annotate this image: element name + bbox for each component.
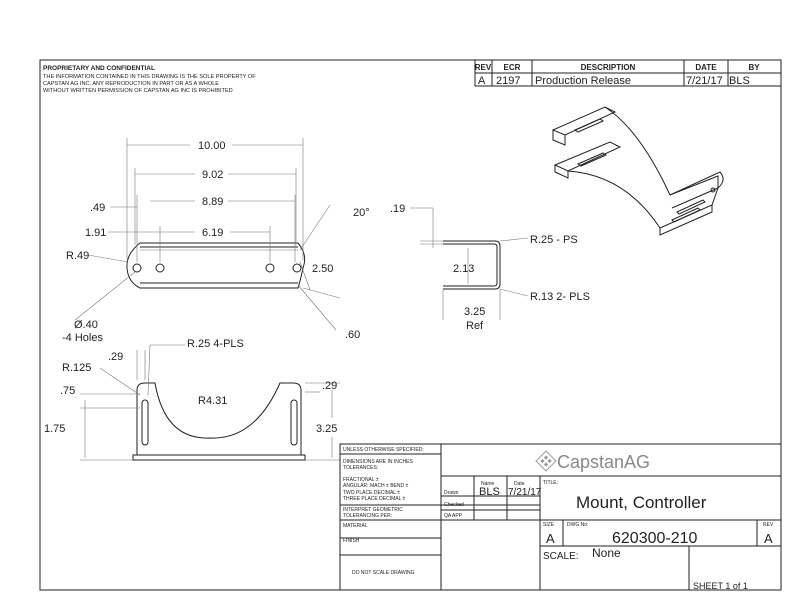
- capstan-logo-icon: [535, 450, 557, 472]
- dimension-label: 10.00: [198, 140, 226, 152]
- rev-header: REV: [475, 63, 492, 72]
- dimension-label: R.125: [62, 362, 91, 374]
- tolerance-note: UNLESS OTHERWISE SPECIFIED:: [343, 447, 424, 453]
- date-header: DATE: [695, 63, 717, 72]
- dimension-label: R.25 4-PLS: [187, 338, 244, 350]
- hole: [132, 263, 302, 273]
- dimension-label: Ø.40: [74, 319, 98, 331]
- dimension-label: 3.25: [464, 306, 485, 318]
- dimension-label: 1.91: [85, 227, 106, 239]
- dimension-label: 2.50: [312, 263, 333, 275]
- tolerance-note: TOLERANCES:: [343, 465, 378, 471]
- material-label: MATERIAL: [343, 523, 368, 529]
- dimension-label: R.49: [66, 250, 89, 262]
- size-label: SIZE: [543, 522, 555, 528]
- dimension-label: .19: [390, 203, 405, 215]
- title-block: UNLESS OTHERWISE SPECIFIED: DIMENSIONS A…: [339, 443, 782, 591]
- notice-line: THE INFORMATION CONTAINED IN THIS DRAWIN…: [43, 74, 256, 80]
- description-header: DESCRIPTION: [581, 63, 636, 72]
- sheet-number: SHEET 1 of 1: [693, 581, 748, 591]
- dimension-label: -4 Holes: [62, 332, 103, 344]
- dimension-label: 9.02: [202, 169, 223, 181]
- dwg-label: DWG No:: [567, 522, 588, 528]
- name-header: Name: [481, 481, 495, 487]
- scale-value: None: [592, 546, 621, 560]
- dimension-label: .29: [322, 380, 337, 392]
- isometric-view: [551, 106, 724, 236]
- dimension-label: 20°: [353, 207, 370, 219]
- dimension-label: Ref: [466, 320, 484, 332]
- dwg-number: 620300-210: [612, 530, 698, 547]
- description-cell: Production Release: [535, 75, 631, 87]
- by-cell: BLS: [729, 75, 750, 87]
- drawing-title: Mount, Controller: [576, 493, 707, 512]
- title-label: TITLE:: [543, 480, 558, 486]
- checked-label: Checked: [444, 502, 464, 508]
- top-view: 10.00 9.02 8.89 .49 1.91 6.19 20° R.49 2…: [62, 138, 370, 344]
- tolerance-note: THREE PLACE DECIMAL ±: [343, 496, 406, 502]
- company-name: CapstanAG: [557, 452, 650, 472]
- dimension-label: 8.89: [202, 196, 223, 208]
- tolerance-note: DIMENSIONS ARE IN INCHES: [343, 459, 413, 465]
- notice-title: PROPRIETARY AND CONFIDENTIAL: [43, 65, 155, 72]
- revision-table: REV ECR DESCRIPTION DATE BY A 2197 Produ…: [474, 59, 782, 87]
- side-view: .19 R.25 - PS 2.13 R.13 2- PLS 3.25 Ref: [390, 203, 590, 332]
- dimension-label: .49: [90, 202, 105, 214]
- date-header: Date: [514, 481, 525, 487]
- qa-label: QA APP: [444, 513, 463, 519]
- tolerance-note: INTERPRET GEOMETRIC: [343, 507, 403, 513]
- dimension-label: R.25 - PS: [530, 234, 578, 246]
- drawn-name: BLS: [479, 486, 500, 498]
- finish-label: FINISH: [343, 538, 360, 544]
- dimension-label: R4.31: [198, 395, 227, 407]
- drawn-label: Drawn: [444, 490, 459, 496]
- date-cell: 7/21/17: [686, 75, 723, 87]
- by-header: BY: [748, 63, 760, 72]
- notice-line: WITHOUT WRITTEN PERMISSION OF CAPSTAN AG…: [43, 88, 233, 94]
- ecr-header: ECR: [504, 63, 521, 72]
- dimension-label: .29: [108, 351, 123, 363]
- front-view: .29 R.25 4-PLS R.125 .75 R4.31 .29 1.75 …: [44, 338, 340, 461]
- size-value: A: [546, 531, 555, 546]
- do-not-scale-note: DO NOT SCALE DRAWING: [352, 570, 415, 576]
- drawn-date: 7/21/17: [508, 487, 542, 498]
- scale-label: SCALE:: [543, 551, 579, 562]
- dimension-label: .75: [60, 385, 75, 397]
- rev-cell: A: [478, 75, 486, 87]
- dimension-label: 1.75: [44, 423, 65, 435]
- notice-line: CAPSTAN AG INC. ANY REPRODUCTION IN PART…: [43, 81, 219, 87]
- rev-label: REV: [763, 522, 774, 528]
- dimension-label: .60: [345, 329, 360, 341]
- dimension-label: 2.13: [453, 263, 474, 275]
- ecr-cell: 2197: [496, 75, 520, 87]
- dimension-label: 6.19: [202, 227, 223, 239]
- rev-value: A: [764, 531, 773, 546]
- dimension-label: R.13 2- PLS: [530, 291, 590, 303]
- tolerance-note: TOLERANCING PER:: [343, 513, 392, 519]
- tolerance-note: ANGULAR: MACH ± BEND ±: [343, 483, 408, 489]
- dimension-label: 3.25: [316, 423, 337, 435]
- tolerance-note: FRACTIONAL ±: [343, 477, 379, 483]
- tolerance-note: TWO PLACE DECIMAL ±: [343, 490, 400, 496]
